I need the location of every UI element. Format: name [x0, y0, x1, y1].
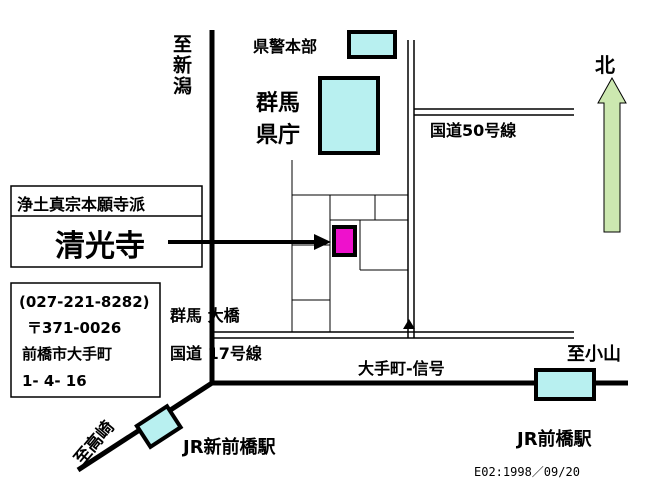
- police-hq-label: 県警本部: [253, 37, 317, 56]
- footer-date: E02:1998／09/20: [474, 465, 580, 479]
- street-grid: [291, 160, 408, 332]
- signal-marker-icon: [403, 319, 415, 329]
- jr-maebashi-station: [534, 368, 596, 401]
- sect-label: 浄土真宗本願寺派: [17, 195, 146, 214]
- address-phone: (027-221-8282): [19, 293, 150, 311]
- signal-label: 大手町-信号: [358, 359, 445, 378]
- route50-label: 国道50号線: [430, 121, 516, 140]
- prefectural-office-building: [318, 76, 380, 155]
- temple-name: 清光寺: [55, 229, 145, 264]
- to-niigata-label: 至新潟: [170, 34, 192, 97]
- temple-label-box: [10, 185, 203, 268]
- jr-shinmaebashi-label: JR新前橋駅: [181, 436, 277, 458]
- to-koyama-label: 至小山: [567, 344, 621, 365]
- jr-shinmaebashi-station: [134, 403, 184, 450]
- police-hq-building: [347, 30, 397, 59]
- address-zip: 〒371-0026: [27, 319, 121, 337]
- north-label: 北: [595, 53, 615, 77]
- prefectural-office-label-2: 県庁: [256, 122, 300, 148]
- pointer-arrow-head: [314, 234, 331, 250]
- jr-maebashi-label: JR前橋駅: [515, 428, 593, 450]
- prefectural-office-label-1: 群馬: [256, 90, 300, 116]
- north-arrow-icon: [597, 76, 627, 233]
- address-box: [10, 282, 161, 398]
- address-city: 前橋市大手町: [22, 345, 112, 363]
- address-block: 1- 4- 16: [22, 372, 87, 390]
- route17-label: 国道 17号線: [170, 344, 262, 363]
- temple-building: [332, 225, 357, 257]
- bridge-label: 群馬 大橋: [170, 306, 241, 325]
